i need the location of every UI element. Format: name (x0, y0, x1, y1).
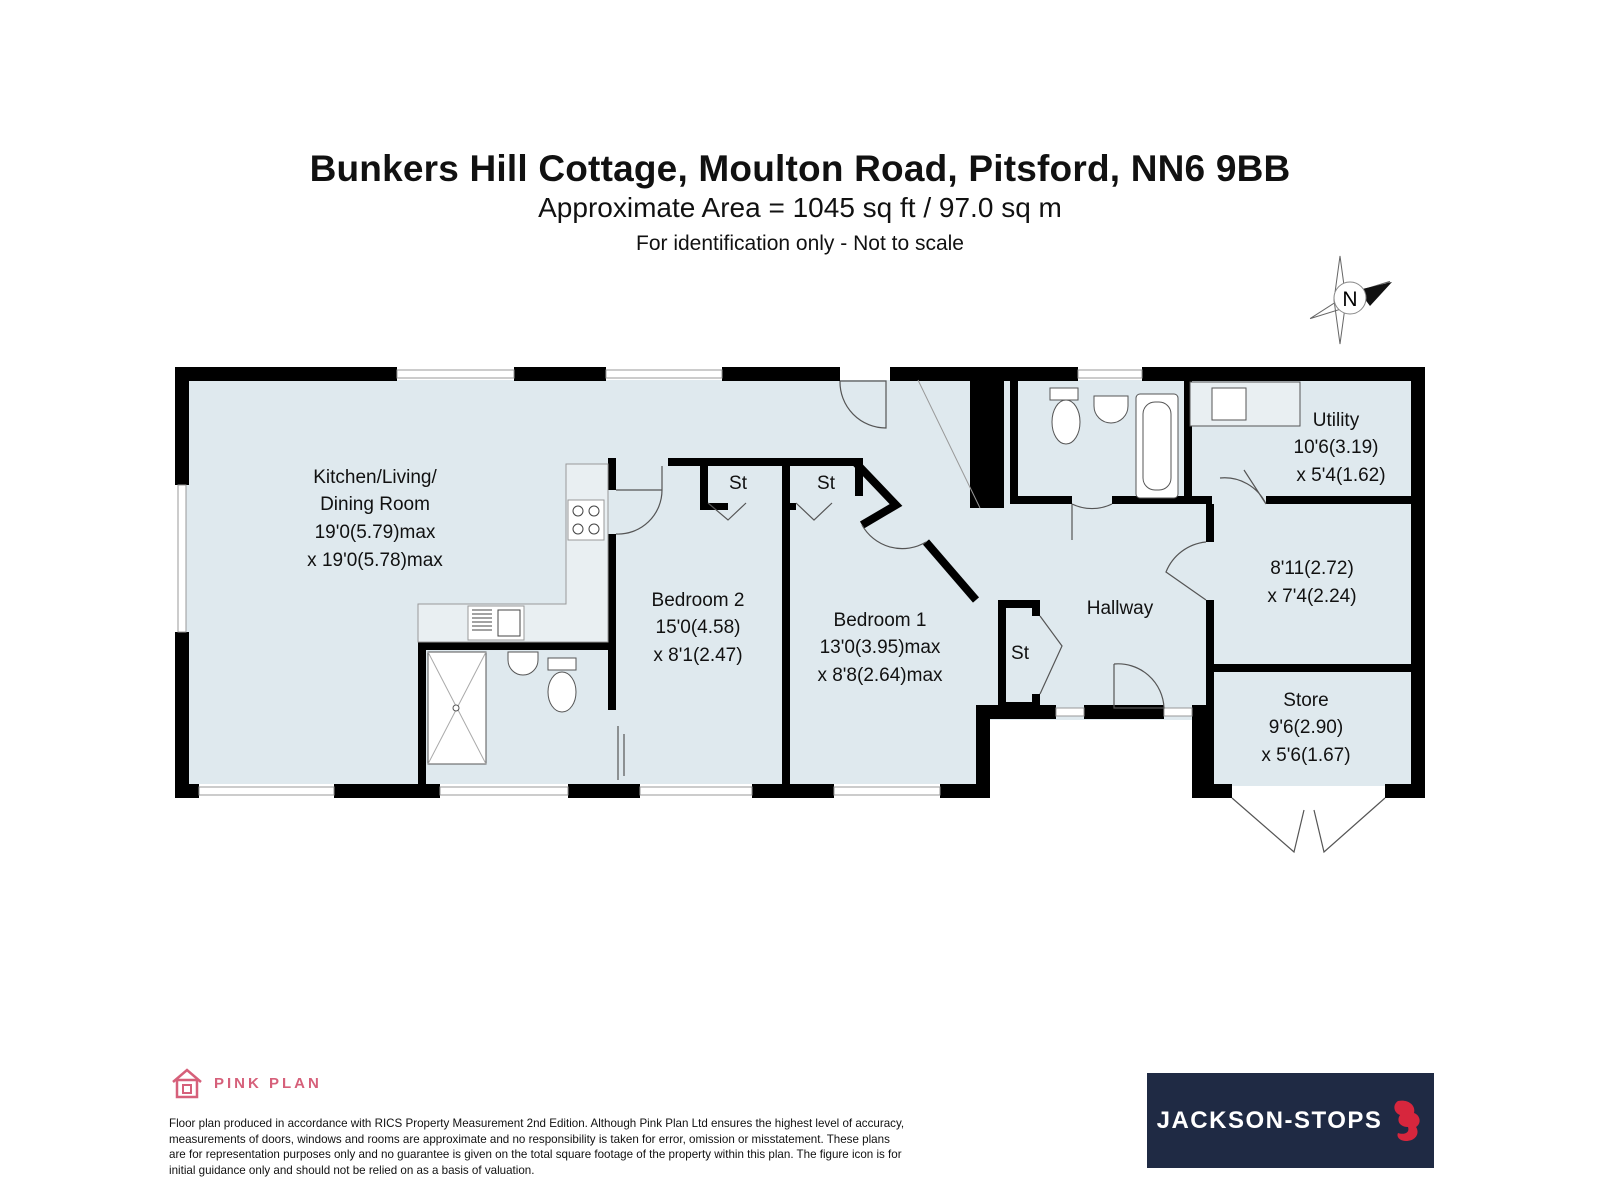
bedroom2-dim-2: x 8'1(2.47) (653, 645, 742, 666)
compass-north-label: N (1342, 288, 1357, 311)
door-swings (615, 380, 1386, 854)
jackson-stops-logo: JACKSON-STOPS (1147, 1073, 1434, 1168)
floor-fill (184, 380, 1412, 786)
disclaimer-text: Floor plan produced in accordance with R… (169, 1117, 905, 1177)
compass-icon: N (1309, 255, 1392, 345)
pink-plan-brand: PINK PLAN (214, 1074, 322, 1092)
page-title: Bunkers Hill Cottage, Moulton Road, Pits… (309, 148, 1291, 189)
bedroom1-dim-2: x 8'8(2.64)max (817, 665, 943, 686)
windows (177, 369, 1193, 796)
kitchen-units (417, 463, 609, 643)
store-cupboard-label: St (1011, 643, 1030, 664)
store-dim-1: 9'6(2.90) (1269, 717, 1343, 738)
agent-logo-text: JACKSON-STOPS (1156, 1106, 1383, 1134)
utility-label: Utility (1313, 410, 1360, 431)
utility-dim-1: 10'6(3.19) (1294, 437, 1379, 458)
pink-plan-logo: PINK PLAN (170, 1066, 322, 1100)
kitchen-dim-1: 19'0(5.79)max (315, 522, 436, 543)
heraldic-lion-icon (1394, 1100, 1420, 1141)
house-logo-icon (172, 1068, 202, 1099)
kitchen-dim-2: x 19'0(5.78)max (307, 550, 443, 571)
hallway-label: Hallway (1087, 598, 1154, 619)
room-labels: Kitchen/Living/ Dining Room 19'0(5.79)ma… (307, 410, 1385, 766)
kitchen-label-2: Dining Room (320, 494, 430, 515)
bedroom1-label: Bedroom 1 (834, 610, 927, 631)
bathroom-fixtures (427, 381, 1301, 765)
bedroom1-dim-1: 13'0(3.95)max (820, 637, 941, 658)
kitchen-label-1: Kitchen/Living/ (313, 467, 437, 488)
scale-note: For identification only - Not to scale (636, 232, 964, 255)
store-dim-2: x 5'6(1.67) (1261, 745, 1350, 766)
bedroom2-dim-1: 15'0(4.58) (656, 617, 741, 638)
walls (175, 367, 1425, 798)
bedroom2-label: Bedroom 2 (652, 590, 745, 611)
store-cupboard-label: St (817, 473, 836, 494)
room-dim-2: x 7'4(2.24) (1267, 586, 1356, 607)
store-label: Store (1283, 690, 1328, 711)
area-subtitle: Approximate Area = 1045 sq ft / 97.0 sq … (538, 192, 1062, 223)
store-cupboard-label: St (729, 473, 748, 494)
utility-dim-2: x 5'4(1.62) (1296, 465, 1385, 486)
room-dim-1: 8'11(2.72) (1270, 558, 1354, 579)
